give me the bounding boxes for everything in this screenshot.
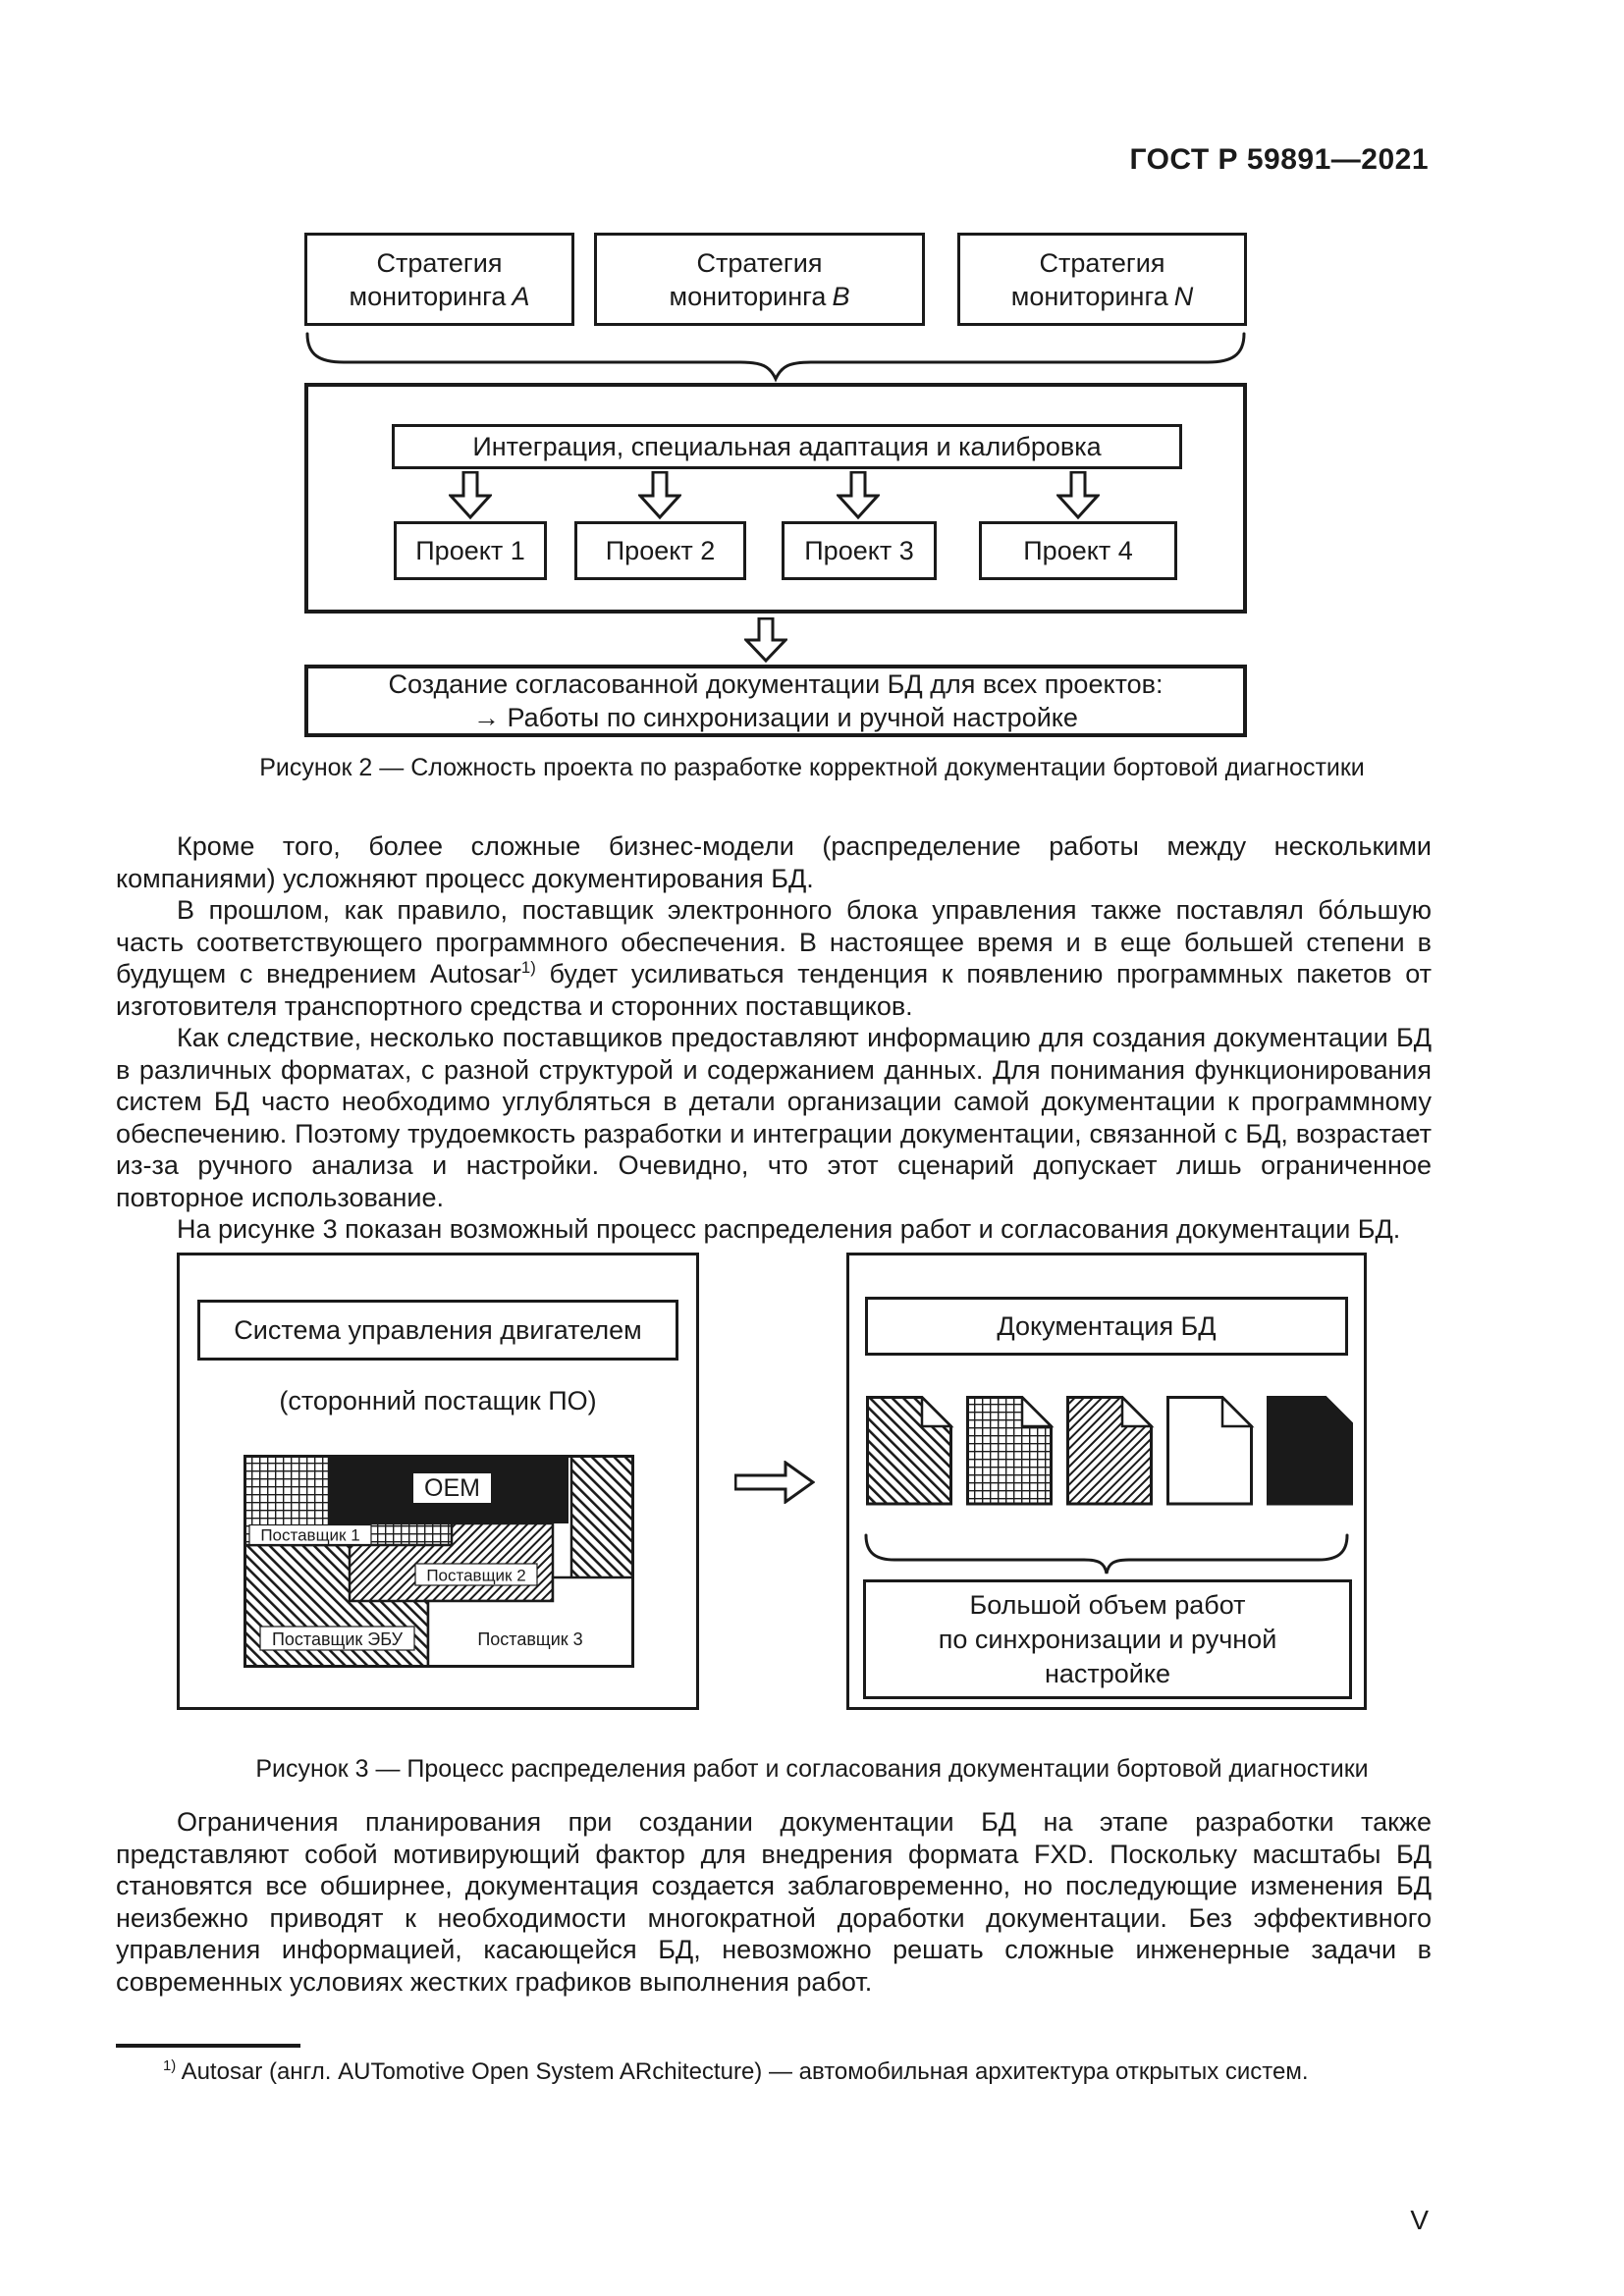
project-box: Проект 4 bbox=[979, 521, 1177, 580]
engine-system-subtitle: (сторонний постащик ПО) bbox=[279, 1386, 597, 1415]
paragraph: Кроме того, более сложные бизнес-модели … bbox=[116, 831, 1432, 893]
result-box: Создание согласованной документации БД д… bbox=[304, 665, 1247, 737]
paragraph: На рисунке 3 показан возможный процесс р… bbox=[177, 1214, 1401, 1244]
supplier2-label: Поставщик 2 bbox=[426, 1567, 525, 1585]
document-icon-diagonal bbox=[866, 1396, 954, 1506]
document-icon-grid bbox=[966, 1396, 1055, 1506]
strategy-line1: Стратегия bbox=[1039, 247, 1165, 278]
footnote-divider bbox=[116, 2044, 300, 2048]
strategy-variant: A bbox=[512, 281, 530, 311]
documentation-box: Документация БД bbox=[846, 1253, 1367, 1710]
figure3-diagram: Система управления двигателем (сторонний… bbox=[0, 1253, 1624, 1714]
supplier-ecu-label: Поставщик ЭБУ bbox=[272, 1629, 404, 1649]
strategy-variant: N bbox=[1173, 281, 1194, 311]
footnote: 1) Autosar (англ. AUTomotive Open System… bbox=[116, 2057, 1432, 2087]
paragraph: Ограничения планирования при создании до… bbox=[116, 1807, 1432, 1997]
arrow-down-icon bbox=[837, 471, 880, 520]
footnote-marker: 1) bbox=[163, 2058, 177, 2074]
engine-system-box: Система управления двигателем (сторонний… bbox=[177, 1253, 699, 1710]
document-icon-white bbox=[1166, 1396, 1255, 1506]
document-icons-row bbox=[866, 1396, 1353, 1506]
supplier2-label-plate bbox=[414, 1563, 538, 1586]
brace-down-icon bbox=[864, 1533, 1349, 1575]
documentation-title: Документация БД bbox=[865, 1297, 1348, 1356]
arrow-down-icon bbox=[1056, 471, 1100, 520]
patchwork-border bbox=[244, 1455, 634, 1668]
paragraph: Как следствие, несколько поставщиков пре… bbox=[116, 1023, 1432, 1212]
project-box: Проект 1 bbox=[394, 521, 547, 580]
arrow-down-icon bbox=[449, 471, 492, 520]
result-line1: Создание согласованной документации БД д… bbox=[388, 669, 1164, 699]
supplier3-label: Поставщик 3 bbox=[477, 1629, 582, 1649]
effort-note-box: Большой объем работ по синхронизации и р… bbox=[863, 1579, 1352, 1699]
oem-label: OEM bbox=[424, 1474, 480, 1502]
note-line: по синхронизации и ручной bbox=[938, 1624, 1277, 1654]
strategy-line1: Стратегия bbox=[696, 247, 823, 278]
note-line: настройке bbox=[1044, 1658, 1171, 1688]
integration-box: Интеграция, специальная адаптация и кали… bbox=[392, 424, 1182, 469]
arrow-down-icon bbox=[638, 471, 681, 520]
body-text-block-2: Ограничения планирования при создании до… bbox=[116, 1806, 1432, 1998]
arrow-down-icon bbox=[744, 617, 787, 663]
oem-label-plate bbox=[413, 1473, 491, 1503]
strategy-variant: B bbox=[832, 281, 850, 311]
strategy-line1: Стратегия bbox=[376, 247, 503, 278]
supplier-patchwork: OEM Поставщик 1 Поставщик 2 Поставщик ЭБ… bbox=[244, 1455, 634, 1668]
engine-system-title: Система управления двигателем bbox=[197, 1300, 678, 1361]
ecu-region-right bbox=[569, 1455, 634, 1579]
supplier1-label: Поставщик 1 bbox=[260, 1526, 359, 1545]
footnote-text: Autosar (англ. AUTomotive Open System AR… bbox=[176, 2058, 1309, 2085]
supplier-ecu-label-plate bbox=[259, 1626, 415, 1651]
supplier1-label-plate bbox=[248, 1523, 372, 1546]
figure2-caption: Рисунок 2 — Сложность проекта по разрабо… bbox=[259, 754, 1365, 781]
brace-down-icon bbox=[305, 332, 1246, 383]
footnote-ref: 1) bbox=[520, 958, 536, 977]
project-box: Проект 3 bbox=[782, 521, 937, 580]
document-icon-backslash bbox=[1066, 1396, 1155, 1506]
standard-code-header: ГОСТ Р 59891—2021 bbox=[1129, 143, 1429, 176]
paragraph: В прошлом, как правило, поставщик электр… bbox=[116, 895, 1432, 1021]
arrow-right-icon bbox=[734, 1461, 815, 1504]
document-icon-black bbox=[1267, 1396, 1353, 1506]
body-text-block: Кроме того, более сложные бизнес-модели … bbox=[116, 830, 1432, 1246]
figure3-caption: Рисунок 3 — Процесс распределения работ … bbox=[255, 1755, 1369, 1783]
note-line: Большой объем работ bbox=[969, 1589, 1246, 1620]
integration-container: Интеграция, специальная адаптация и кали… bbox=[304, 383, 1247, 614]
page-number: V bbox=[1410, 2205, 1429, 2235]
project-box: Проект 2 bbox=[574, 521, 746, 580]
result-line2: → Работы по синхронизации и ручной настр… bbox=[473, 703, 1078, 732]
